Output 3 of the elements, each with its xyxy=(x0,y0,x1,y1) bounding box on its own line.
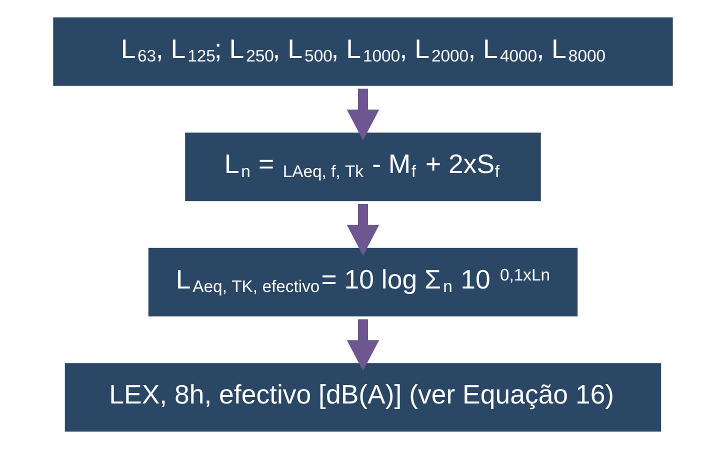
arrow xyxy=(346,204,379,256)
arrow xyxy=(346,88,379,140)
arrow xyxy=(346,319,379,371)
